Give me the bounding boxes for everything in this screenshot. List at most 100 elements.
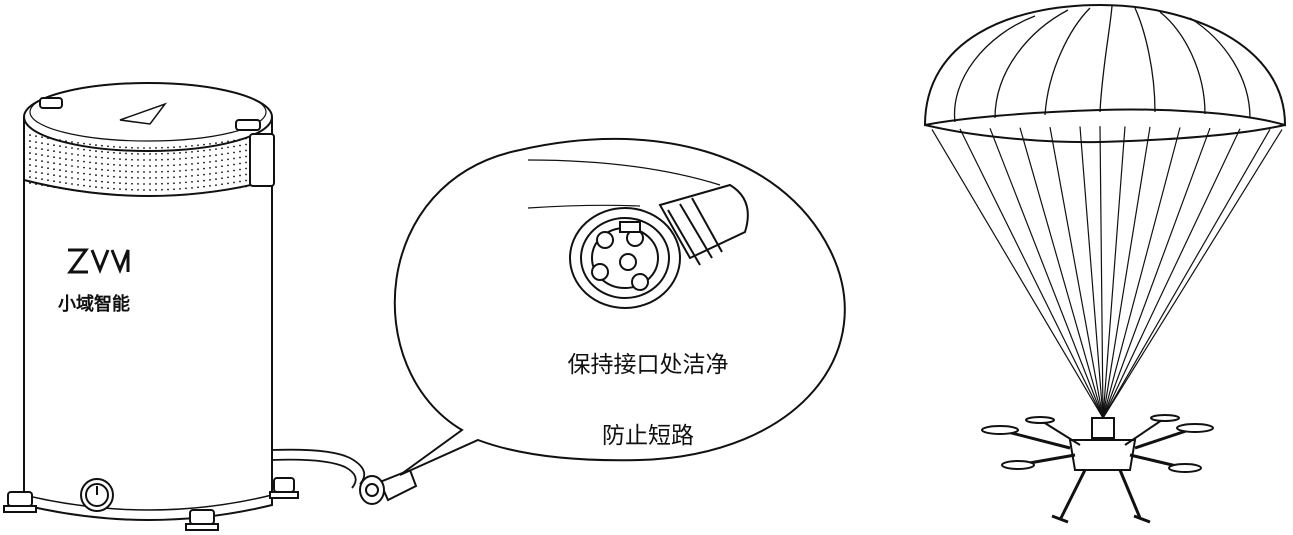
vent-dot <box>191 156 193 159</box>
vent-dot <box>161 182 163 185</box>
vent-dot <box>197 180 199 183</box>
vent-dot <box>245 161 247 164</box>
vent-dot <box>161 194 163 197</box>
callout-line-1: 保持接口处洁净 <box>568 352 729 378</box>
vent-dot <box>125 170 127 173</box>
cable-connector[interactable] <box>359 468 418 505</box>
vent-dot <box>65 140 67 143</box>
suspension-line <box>1079 126 1104 419</box>
vent-dot <box>221 147 223 150</box>
vent-dot <box>53 174 55 177</box>
vent-dot <box>209 160 211 163</box>
vent-dot <box>185 157 187 160</box>
vent-dot <box>77 189 79 192</box>
vent-dot <box>59 157 61 160</box>
vent-dot <box>89 179 91 182</box>
vent-dot <box>221 171 223 174</box>
vent-dot <box>119 146 121 149</box>
vent-dot <box>197 156 199 159</box>
vent-dot <box>29 176 31 178</box>
vent-dot <box>131 164 133 167</box>
suspension-line <box>1102 126 1151 419</box>
vent-dot <box>191 180 193 183</box>
vent-dot <box>29 134 31 136</box>
vent-dot <box>65 164 67 167</box>
power-button-icon[interactable] <box>80 478 114 512</box>
vent-dot <box>137 194 139 197</box>
vent-dot <box>119 182 121 185</box>
vent-dot <box>149 147 151 149</box>
vent-dot <box>65 146 67 149</box>
vent-dot <box>83 184 85 187</box>
vent-dot <box>125 158 127 161</box>
vent-dot <box>227 152 229 155</box>
vent-dot <box>239 144 241 147</box>
mounting-feet <box>3 477 299 531</box>
vent-dot <box>203 185 205 188</box>
vent-dot <box>71 153 73 155</box>
vent-dot <box>245 173 247 176</box>
vent-dot <box>215 172 217 175</box>
vent-dot <box>161 170 163 173</box>
vent-dot <box>47 143 49 146</box>
vent-dot <box>233 175 235 178</box>
vent-dot <box>203 155 205 158</box>
vent-dot <box>77 153 79 156</box>
vent-dot <box>233 139 235 142</box>
vent-dot <box>41 142 43 145</box>
vent-dot <box>107 169 109 172</box>
vent-dot <box>89 167 91 170</box>
vent-dot <box>239 174 241 177</box>
vent-dot <box>77 147 79 150</box>
vent-dot <box>197 150 199 153</box>
vent-dot <box>149 183 151 185</box>
vent-dot <box>113 193 115 196</box>
vent-dot <box>119 194 121 197</box>
vent-dot <box>167 194 169 197</box>
vent-dot <box>71 165 73 167</box>
vent-dot <box>191 168 193 171</box>
vent-dot <box>209 166 211 169</box>
vent-dot <box>101 174 103 177</box>
vent-dot <box>35 141 37 144</box>
vent-dot <box>47 161 49 164</box>
vent-dot <box>53 186 55 189</box>
vent-dot <box>197 174 199 177</box>
vent-dot <box>119 176 121 179</box>
vent-dot <box>53 144 55 147</box>
vent-dot <box>119 170 121 173</box>
callout-line-2: 防止短路 <box>602 423 694 449</box>
vent-dot <box>59 151 61 154</box>
vent-dot <box>53 138 55 141</box>
vent-dot <box>191 150 193 153</box>
vent-dot <box>65 188 67 191</box>
vent-dot <box>95 174 97 176</box>
vent-dot <box>71 141 73 143</box>
vent-dot <box>209 148 211 151</box>
parachute-lines <box>931 126 1283 419</box>
brand-name: 小域智能 <box>58 293 130 315</box>
vent-dot <box>125 188 127 191</box>
vent-dot <box>209 190 211 193</box>
vent-dot <box>185 175 187 178</box>
parachute-canopy <box>923 3 1287 144</box>
suspension-line <box>1102 128 1271 419</box>
vent-dot <box>71 171 73 173</box>
vent-dot <box>101 144 103 147</box>
vent-dot <box>233 169 235 172</box>
vent-dot <box>179 193 181 196</box>
vent-dot <box>137 182 139 185</box>
vent-dot <box>77 171 79 174</box>
vent-dot <box>59 181 61 184</box>
vent-dot <box>149 171 151 173</box>
vent-dot <box>47 173 49 176</box>
vent-dot <box>245 179 247 182</box>
vent-dot <box>107 193 109 196</box>
vent-dot <box>215 166 217 169</box>
vent-dot <box>167 182 169 185</box>
vent-dot <box>77 177 79 180</box>
vent-dot <box>41 136 43 139</box>
vent-dot <box>197 162 199 165</box>
vent-dot <box>101 192 103 195</box>
vent-dot <box>107 175 109 178</box>
